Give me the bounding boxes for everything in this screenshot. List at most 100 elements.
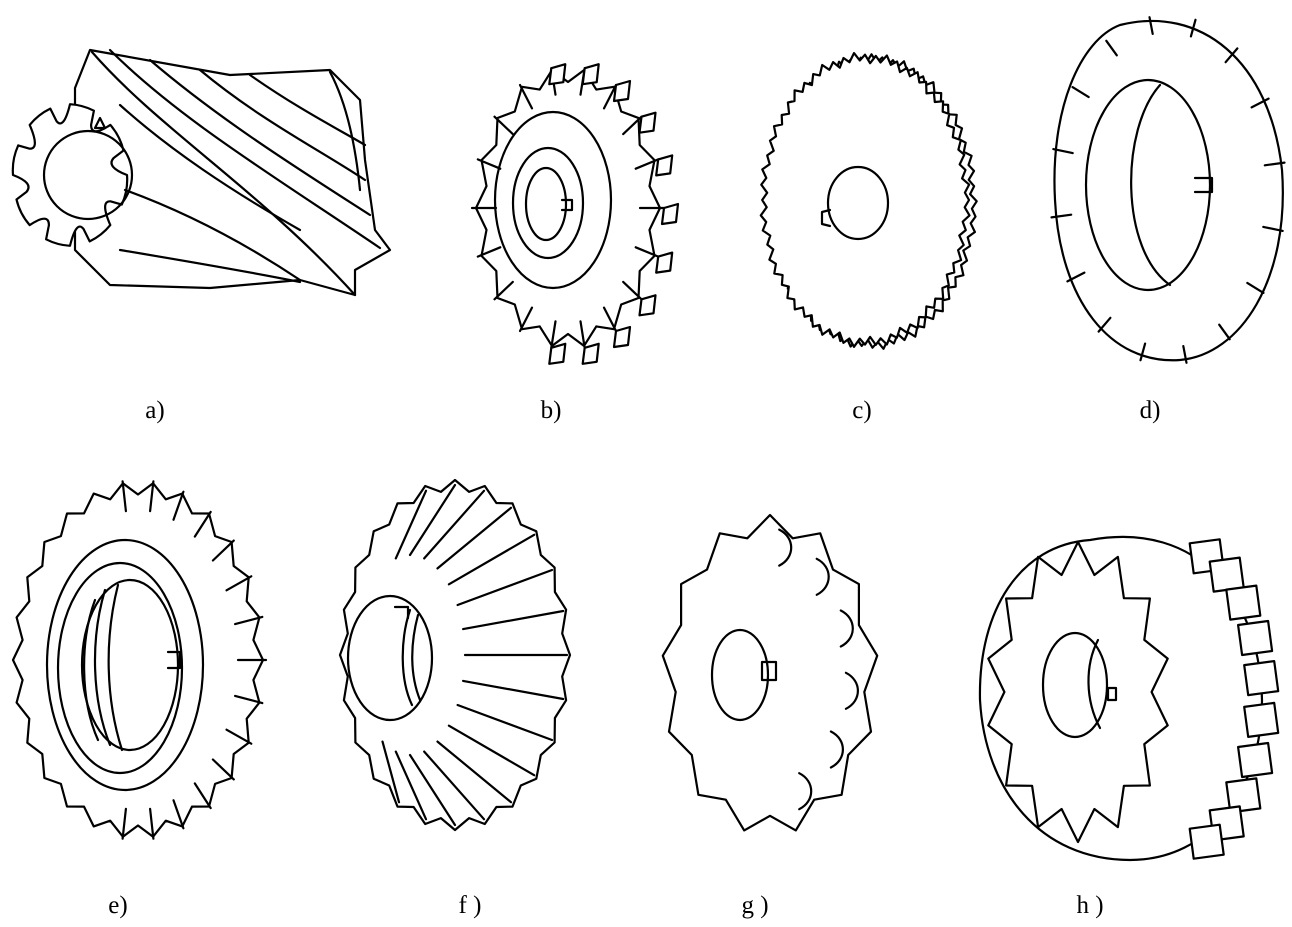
tooth-block <box>1225 584 1262 621</box>
tooth-edge <box>234 694 264 705</box>
tooth-gash <box>1218 323 1231 341</box>
tooth-edge <box>193 510 212 538</box>
double-angle-milling-cutter-icon <box>338 478 572 832</box>
tooth-edge <box>149 807 155 840</box>
tooth-edge <box>456 703 554 742</box>
tooth-edge <box>476 246 502 258</box>
tooth-edge <box>462 609 565 631</box>
tooth-edge <box>622 115 643 136</box>
tooth-gash <box>1050 213 1073 219</box>
caption-c: c) <box>852 397 872 424</box>
tooth-gash <box>1097 316 1112 333</box>
tooth-block <box>581 342 600 365</box>
tooth-edge <box>423 750 486 821</box>
caption-b: b) <box>540 397 562 424</box>
tooth-edge <box>225 728 253 745</box>
tooth-gash <box>1066 271 1086 283</box>
tooth-gash <box>1148 16 1154 36</box>
tooth-gash <box>1105 39 1118 57</box>
tooth-edge <box>234 615 264 626</box>
tooth-gash <box>1250 97 1270 109</box>
tooth-edge <box>121 480 128 513</box>
tooth-gash <box>1071 85 1090 99</box>
tooth-edge <box>550 320 557 349</box>
tooth-edge <box>447 724 536 777</box>
tooth-block <box>1208 556 1245 593</box>
tooth-gash <box>1139 342 1147 362</box>
caption-d: d) <box>1139 397 1161 424</box>
tooth-edge <box>172 799 185 830</box>
tooth-edge <box>193 782 212 810</box>
gear-form-milling-cutter-icon <box>978 535 1280 862</box>
tooth-block <box>638 111 657 134</box>
caption-a: a) <box>145 397 165 424</box>
tooth-gash <box>1263 161 1286 167</box>
tooth-gash <box>1052 148 1074 155</box>
side-and-face-milling-cutter-icon <box>470 63 680 365</box>
slitting-saw-cutter-icon <box>759 51 978 350</box>
caption-h: h ) <box>1076 892 1104 919</box>
tooth-edge <box>394 489 428 560</box>
tooth-edge <box>121 807 128 840</box>
tooth-edge <box>602 83 618 110</box>
tooth-edge <box>493 280 514 301</box>
tooth-edge <box>408 483 457 557</box>
tooth-edge <box>634 246 660 258</box>
tooth-block <box>548 342 567 365</box>
angle-face-milling-cutter-icon <box>11 480 268 840</box>
tooth-gash <box>1246 281 1265 294</box>
tooth-block <box>655 251 674 274</box>
tooth-block <box>1236 741 1274 779</box>
relief-groove <box>778 528 793 567</box>
tooth-block <box>1243 701 1280 739</box>
tooth-edge <box>634 158 660 170</box>
tooth-edge <box>225 575 253 592</box>
relief-groove <box>829 730 844 769</box>
tooth-edge <box>518 83 534 110</box>
tooth-block <box>612 325 632 349</box>
caption-f: f ) <box>458 892 482 919</box>
tooth-edge <box>211 539 235 562</box>
tooth-edge <box>381 740 401 804</box>
tooth-edge <box>456 568 554 607</box>
tooth-edge <box>211 758 235 781</box>
tooth-block <box>1243 659 1280 697</box>
tooth-block <box>638 294 657 317</box>
relief-groove <box>798 772 813 811</box>
tooth-edge <box>436 740 513 804</box>
tooth-edge <box>518 306 534 333</box>
tooth-edge <box>423 489 486 560</box>
tooth-gash <box>1224 47 1239 64</box>
tooth-edge <box>476 158 502 170</box>
caption-g: g ) <box>741 892 769 919</box>
convex-form-milling-cutter-icon <box>661 513 879 832</box>
tooth-block <box>612 79 632 103</box>
tooth-gash <box>1189 18 1197 38</box>
tooth-edge <box>408 753 457 827</box>
tooth-edge <box>436 506 513 570</box>
tooth-edge <box>579 320 586 349</box>
tooth-block <box>1225 777 1262 814</box>
tooth-edge <box>462 679 565 701</box>
tooth-edge <box>602 306 618 333</box>
tooth-block <box>581 63 600 86</box>
tooth-block <box>660 202 680 226</box>
tooth-gash <box>1262 225 1284 232</box>
tooth-block <box>1188 823 1225 860</box>
caption-e: e) <box>108 892 128 919</box>
concave-form-milling-cutter-icon <box>1050 16 1286 364</box>
tooth-edge <box>172 490 185 521</box>
tooth-block <box>1236 619 1274 657</box>
tooth-edge <box>493 115 514 136</box>
tooth-block <box>548 63 567 86</box>
tooth-edge <box>394 750 428 821</box>
tooth-edge <box>447 533 536 586</box>
relief-groove <box>815 557 830 596</box>
tooth-edge <box>149 480 155 513</box>
tooth-edge <box>622 280 643 301</box>
relief-groove <box>839 609 854 648</box>
tooth-gash <box>1182 345 1188 364</box>
relief-groove <box>844 671 859 710</box>
tooth-block <box>655 154 674 177</box>
